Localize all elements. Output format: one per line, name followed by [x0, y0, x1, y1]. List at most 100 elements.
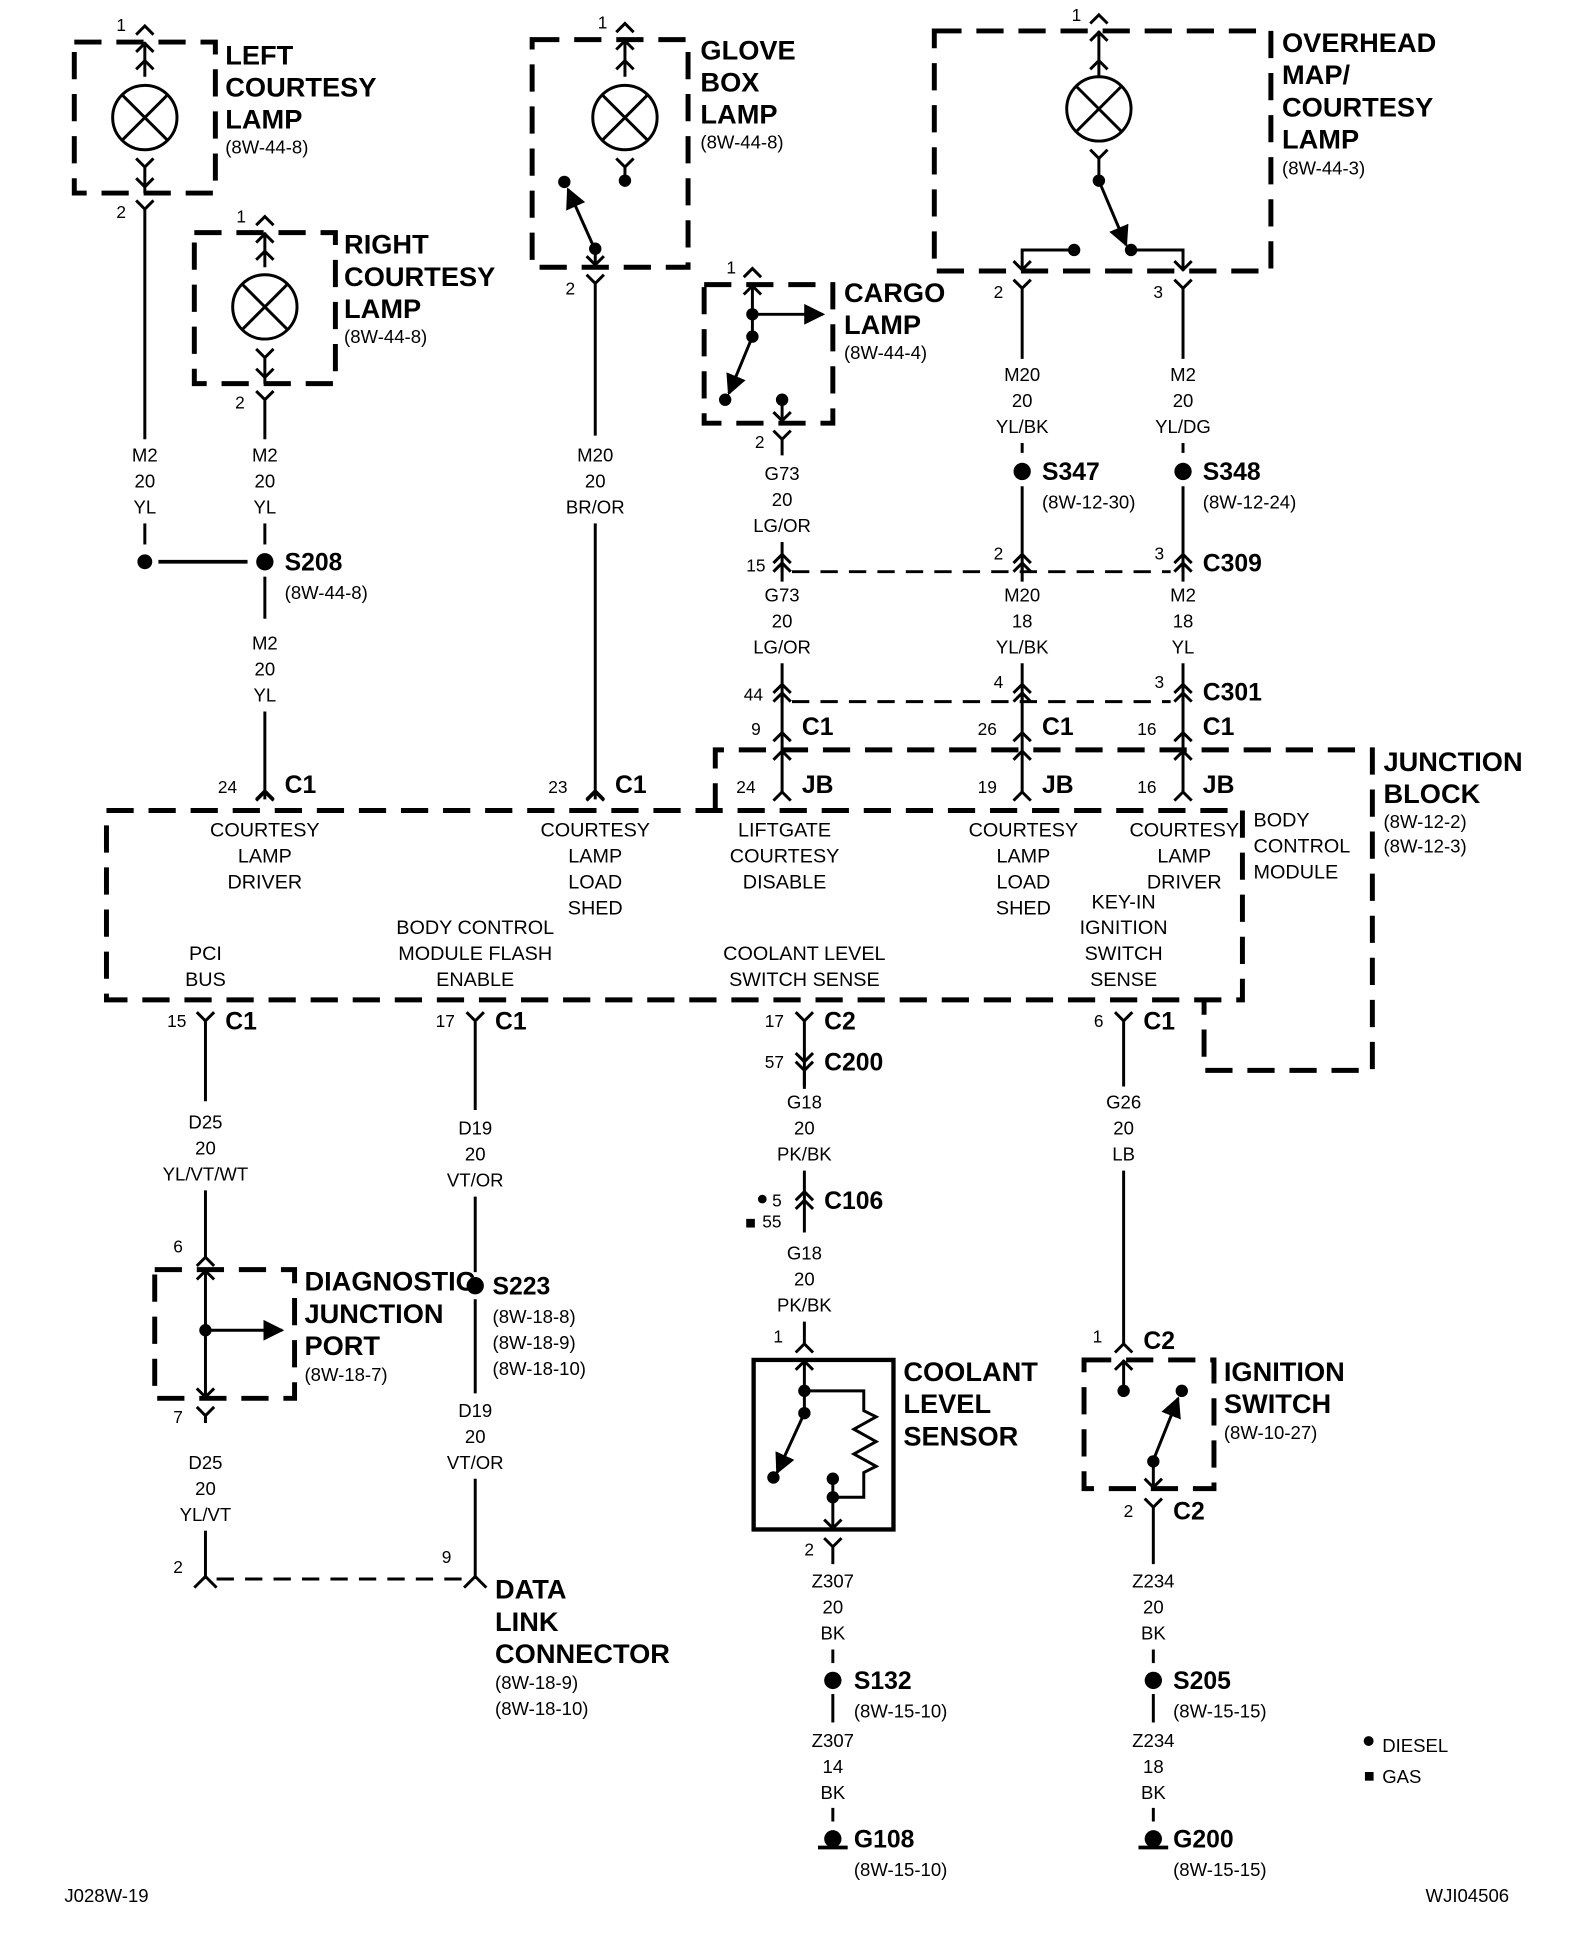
- gas-marker-icon: [746, 1218, 755, 1228]
- wire-color: LG/OR: [753, 636, 811, 657]
- coolant-level-sensor: 1 2 COOLANT LEVEL SENSOR: [751, 1327, 1038, 1565]
- lamp-bulb-icon: [111, 83, 179, 152]
- bcm-pin-liftgate-courtesy-disable: 24 JB LIFTGATE COURTESY DISABLE: [730, 772, 840, 893]
- page-ref: (8W-44-8): [285, 582, 368, 603]
- wire-code: G26: [1106, 1092, 1141, 1113]
- component-name: COURTESY: [1282, 91, 1433, 122]
- page-ref: (8W-18-9): [493, 1332, 576, 1353]
- wire-code: M2: [252, 445, 278, 466]
- page-ref: (8W-44-4): [844, 342, 927, 363]
- wire-gauge: 20: [465, 1426, 486, 1447]
- ground-g200: G200 (8W-15-15): [1138, 1826, 1267, 1880]
- connector-id: JB: [1042, 772, 1074, 799]
- wire-color: YL/BK: [996, 636, 1049, 657]
- component-name: OVERHEAD: [1282, 27, 1436, 58]
- diesel-marker-icon: [1363, 1736, 1374, 1747]
- pin-label: 17: [436, 1011, 455, 1031]
- pin-label: 1: [1093, 1327, 1103, 1347]
- bcm-pin-coolant-level-sense: COOLANT LEVEL SWITCH SENSE 17 C2: [723, 943, 886, 1087]
- wire-gauge: 20: [1173, 390, 1194, 411]
- glove-box-lamp: 1 2 GLOVE BOX LAMP (8W-44-8) M20 20 BR/O…: [529, 12, 796, 801]
- gas-marker-icon: [1364, 1771, 1374, 1781]
- page-ref: (8W-18-10): [493, 1358, 586, 1379]
- connector-id: C309: [1203, 551, 1262, 578]
- connector-id: JB: [1203, 772, 1235, 799]
- component-name: MAP/: [1282, 59, 1350, 90]
- bcm-pin-flash-enable: BODY CONTROL MODULE FLASH ENABLE 17 C1: [396, 917, 554, 1110]
- ground-icon: [817, 1830, 848, 1850]
- wire-code: M2: [252, 633, 278, 654]
- function-label: ENABLE: [436, 969, 514, 991]
- splice-id: S223: [493, 1273, 551, 1300]
- wire-code: M20: [577, 445, 613, 466]
- pin-label: 17: [765, 1011, 784, 1031]
- wire-gauge: 20: [1143, 1597, 1164, 1618]
- component-name: CARGO: [844, 277, 945, 308]
- component-name: DATA: [495, 1574, 567, 1605]
- function-label: DRIVER: [227, 871, 302, 893]
- function-label: BUS: [185, 969, 226, 991]
- component-name: CONNECTOR: [495, 1638, 670, 1669]
- legend-label: DIESEL: [1382, 1735, 1448, 1756]
- page-ref: (8W-15-15): [1173, 1701, 1266, 1722]
- wire-color: VT/OR: [447, 1452, 504, 1473]
- wire-gauge: 20: [255, 471, 276, 492]
- pin-label: 24: [218, 777, 238, 797]
- component-name: JUNCTION: [1383, 746, 1522, 777]
- connector-id: C1: [285, 772, 317, 799]
- pin-label: 1: [598, 12, 608, 32]
- pin-label: 2: [994, 282, 1004, 302]
- pin-label: 2: [1124, 1501, 1134, 1521]
- component-name: BODY: [1254, 810, 1310, 832]
- function-label: PCI: [189, 943, 222, 965]
- splice-id: S132: [854, 1668, 912, 1695]
- function-label: SHED: [568, 897, 623, 919]
- pin-label: 23: [548, 777, 567, 797]
- connector-id: C1: [495, 1009, 527, 1036]
- component-name: LEVEL: [903, 1388, 991, 1419]
- wire-gauge: 20: [135, 471, 156, 492]
- component-name: IGNITION: [1224, 1356, 1345, 1387]
- pin-label: 4: [994, 672, 1004, 692]
- wire-code: D25: [188, 1112, 222, 1133]
- function-label: DISABLE: [743, 871, 827, 893]
- pin-label: 2: [116, 202, 126, 222]
- connector-id: C200: [824, 1049, 883, 1076]
- wire-code: D25: [188, 1452, 222, 1473]
- function-label: DRIVER: [1147, 871, 1222, 893]
- function-label: MODULE FLASH: [398, 943, 552, 965]
- wire-gauge: 20: [772, 610, 793, 631]
- wire-color: YL: [1172, 636, 1195, 657]
- connector-c1-jb: 9 C1 26 C1 16 C1: [751, 714, 1235, 743]
- bcm-pin-courtesy-lamp-load-shed: 23 C1 COURTESY LAMP LOAD SHED: [540, 772, 650, 919]
- switch-icon: [1147, 1396, 1181, 1468]
- wire-color: BK: [1141, 1623, 1166, 1644]
- ignition-switch: 1 C2 2 C2 IGNITION SWITCH (8W-10-27): [1081, 1327, 1345, 1565]
- wire-color: BR/OR: [566, 497, 625, 518]
- wire-code: D19: [458, 1400, 492, 1421]
- pin-label: 2: [804, 1539, 814, 1559]
- wire-color: YL/VT: [180, 1504, 232, 1525]
- wire-color: YL: [133, 497, 156, 518]
- pin-label: 3: [1155, 672, 1165, 692]
- component-name: COOLANT: [903, 1356, 1038, 1387]
- figure-id: J028W-19: [64, 1885, 148, 1906]
- wire-code: G18: [787, 1092, 822, 1113]
- splice-s205: S205 (8W-15-15) Z234 18 BK: [1132, 1668, 1267, 1822]
- pin-label: 57: [765, 1052, 784, 1072]
- function-label: COURTESY: [730, 845, 840, 867]
- splice-id: S348: [1203, 459, 1261, 486]
- splice-id: S208: [285, 549, 343, 576]
- connector-id: C1: [615, 772, 647, 799]
- function-label: SWITCH: [1085, 943, 1163, 965]
- wires-c309-c301: G73 20 LG/OR M20 18 YL/BK M2 18 YL: [753, 584, 1196, 703]
- component-name: BOX: [700, 67, 759, 98]
- component-name: MODULE: [1254, 862, 1339, 884]
- connector-id: C1: [1042, 714, 1074, 741]
- wire-gauge: 18: [1143, 1756, 1164, 1777]
- wire-code: M20: [1004, 364, 1040, 385]
- splice-s132: S132 (8W-15-10) Z307 14 BK: [812, 1668, 947, 1822]
- component-name: COURTESY: [225, 72, 376, 103]
- wire-color: LB: [1112, 1144, 1135, 1165]
